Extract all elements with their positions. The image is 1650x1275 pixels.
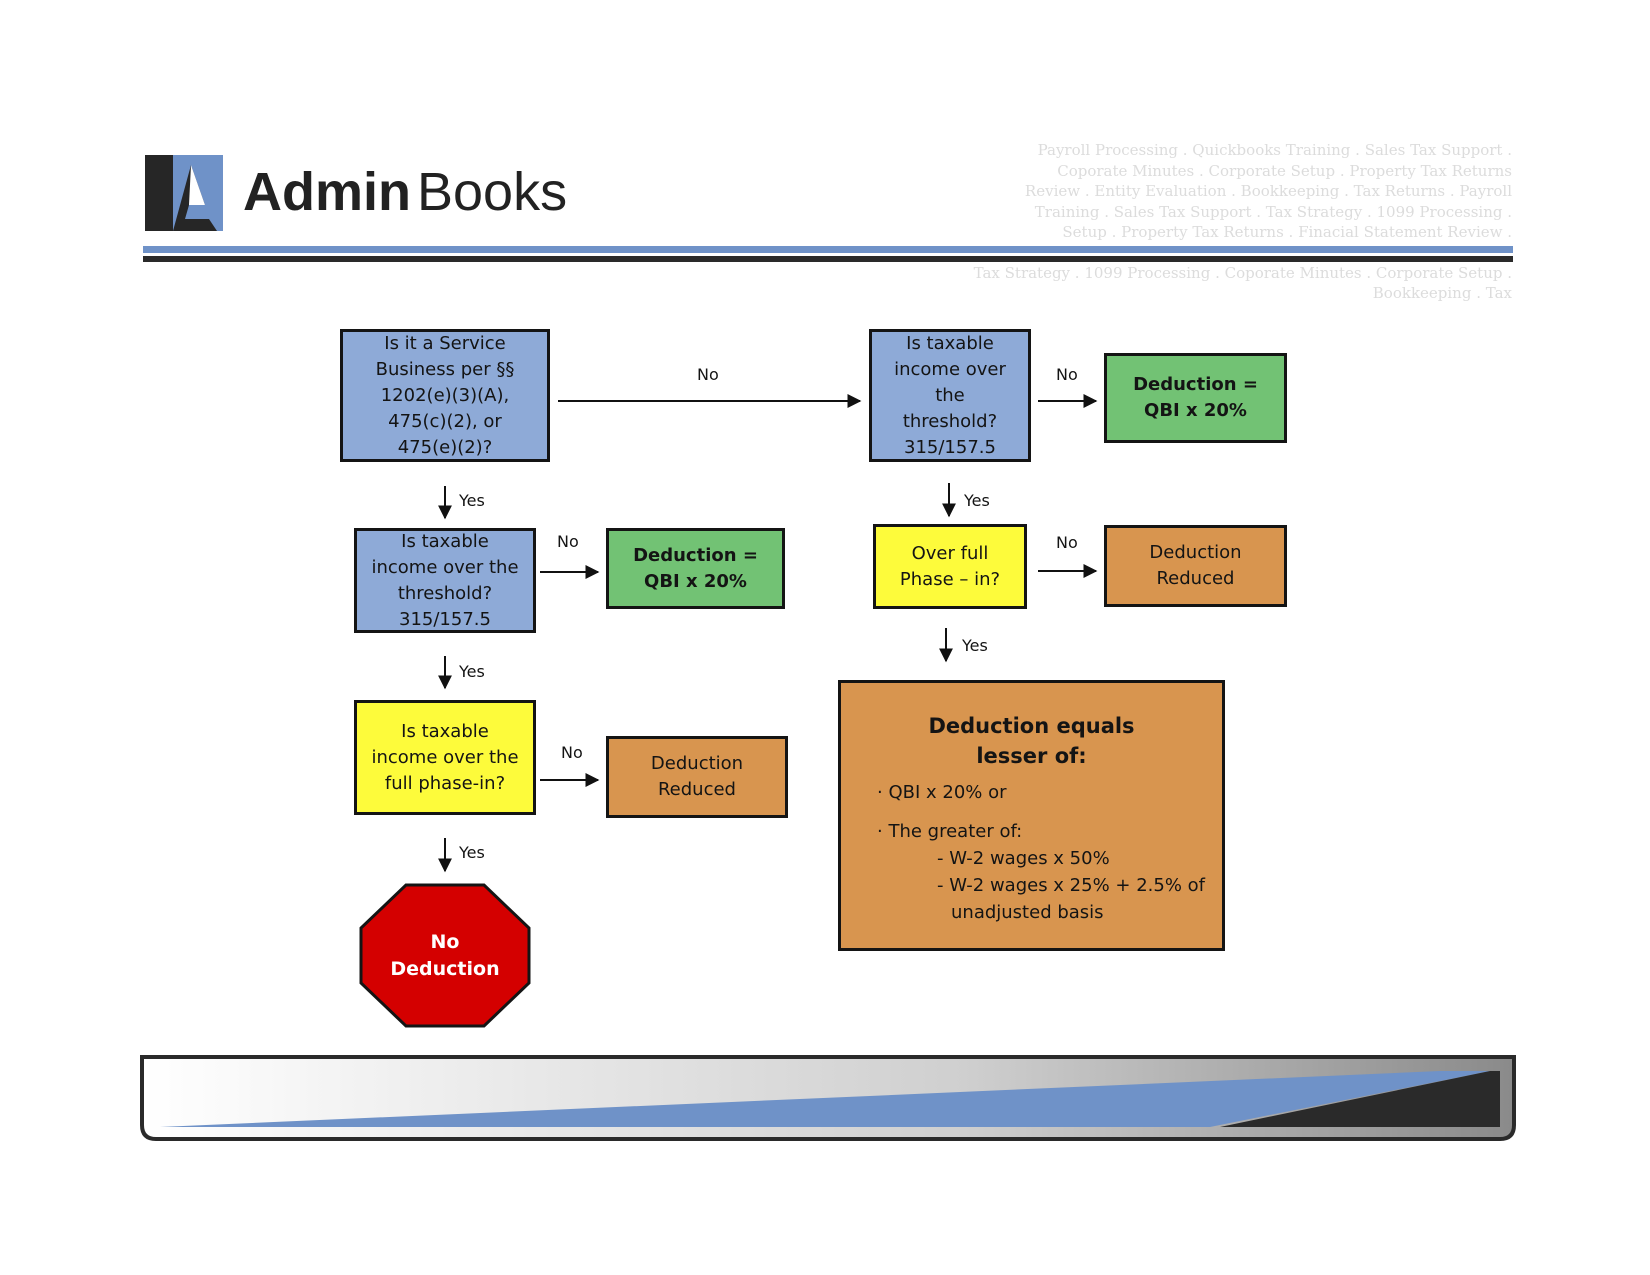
tagline-line: Training . Sales Tax Support . Tax Strat… <box>1034 202 1512 221</box>
label-no: No <box>1056 533 1078 552</box>
label-no: No <box>697 365 719 384</box>
box-text-line: QBI x 20% <box>644 570 747 592</box>
tagline-line: Coporate Minutes . Corporate Setup . Pro… <box>1057 161 1512 180</box>
no-deduction-stop-sign: No Deduction <box>359 883 531 1028</box>
admin-books-logo-icon <box>145 155 223 231</box>
lesser-of-title-line: lesser of: <box>976 744 1087 768</box>
deduction-qbi-box-mid: Deduction = QBI x 20% <box>606 528 785 609</box>
footer-banner <box>140 1055 1516 1141</box>
label-no: No <box>1056 365 1078 384</box>
box-text-line: Phase – in? <box>899 568 1001 590</box>
stop-text-line: No <box>430 930 460 953</box>
bullet-text: The greater of: <box>888 821 1023 842</box>
box-text-line: income over <box>894 358 1006 380</box>
box-text-line: Reduced <box>1156 568 1235 589</box>
box-text-line: income over the <box>371 556 519 578</box>
brand-name-bold: Admin <box>243 162 411 222</box>
tagline-line: Setup . Property Tax Returns . Finacial … <box>1062 223 1512 241</box>
box-text-line: 475(c)(2), or <box>388 410 502 432</box>
box-text-line: Deduction <box>1149 542 1242 563</box>
box-text-line: Deduction <box>650 753 744 774</box>
box-text-line: threshold? <box>397 582 493 604</box>
header-rule-blue <box>143 246 1513 253</box>
question-full-phase-in-right: Over full Phase – in? <box>873 524 1027 609</box>
label-yes: Yes <box>962 636 988 655</box>
box-text-line: Is taxable <box>906 332 994 354</box>
box-text-line: Business per §§ <box>375 358 515 380</box>
bullet-item: · QBI x 20% or <box>877 782 1007 803</box>
box-text-line: the <box>935 384 965 406</box>
deduction-reduced-left: Deduction Reduced <box>606 736 788 818</box>
deduction-lesser-of-box: Deduction equals lesser of: · QBI x 20% … <box>838 680 1225 951</box>
box-text-line: Deduction = <box>633 544 758 566</box>
label-yes: Yes <box>459 491 485 510</box>
tagline-line: Tax Strategy . 1099 Processing . Coporat… <box>973 263 1512 282</box>
box-text-line: threshold? <box>902 410 998 432</box>
stop-text-line: Deduction <box>390 957 500 980</box>
box-text-line: 315/157.5 <box>904 436 996 458</box>
bullet-text: QBI x 20% or <box>888 782 1007 803</box>
label-no: No <box>561 743 583 762</box>
header-rule-dark <box>143 256 1513 262</box>
label-yes: Yes <box>459 843 485 862</box>
bullet-item: · The greater of: <box>877 821 1022 842</box>
brand-name-regular: Books <box>417 162 568 222</box>
box-text-line: 315/157.5 <box>399 608 491 630</box>
box-text-line: Deduction = <box>1133 374 1258 395</box>
box-text-line: full phase-in? <box>384 772 506 794</box>
deduction-qbi-box-top: Deduction = QBI x 20% <box>1104 353 1287 443</box>
question-taxable-threshold-right: Is taxable income over the threshold? 31… <box>869 329 1031 462</box>
label-no: No <box>557 532 579 551</box>
sub-item: - W-2 wages x 25% + 2.5% of <box>937 875 1206 896</box>
box-text-line: QBI x 20% <box>1144 400 1247 421</box>
tagline-line: Bookkeeping . Tax <box>1372 284 1512 302</box>
box-text-line: Is it a Service <box>384 332 506 354</box>
box-text-line: 1202(e)(3)(A), <box>380 384 510 406</box>
box-text-line: Is taxable <box>401 530 489 552</box>
box-text-line: Over full <box>911 542 989 564</box>
bullet-dot-icon: · <box>877 821 883 842</box>
box-text-line: Reduced <box>657 779 736 800</box>
box-text-line: income over the <box>371 746 519 768</box>
label-yes: Yes <box>459 662 485 681</box>
question-taxable-threshold-left: Is taxable income over the threshold? 31… <box>354 528 536 633</box>
bullet-dot-icon: · <box>877 782 883 803</box>
lesser-of-title: Deduction equals lesser of: <box>841 711 1222 771</box>
sub-item: - W-2 wages x 50% <box>937 848 1110 869</box>
box-text-line: 475(e)(2)? <box>397 436 493 458</box>
label-yes: Yes <box>964 491 990 510</box>
deduction-reduced-right: Deduction Reduced <box>1104 525 1287 607</box>
services-tagline: Payroll Processing . Quickbooks Training… <box>900 140 1512 304</box>
sub-item: unadjusted basis <box>951 902 1104 923</box>
stop-octagon-icon <box>359 883 531 1028</box>
tagline-line: Payroll Processing . Quickbooks Training… <box>1037 141 1512 159</box>
question-service-business: Is it a Service Business per §§ 1202(e)(… <box>340 329 550 462</box>
question-full-phase-in-left: Is taxable income over the full phase-in… <box>354 700 536 815</box>
box-text-line: Is taxable <box>401 720 489 742</box>
tagline-line: Review . Entity Evaluation . Bookkeeping… <box>1024 182 1512 200</box>
lesser-of-title-line: Deduction equals <box>928 714 1135 738</box>
